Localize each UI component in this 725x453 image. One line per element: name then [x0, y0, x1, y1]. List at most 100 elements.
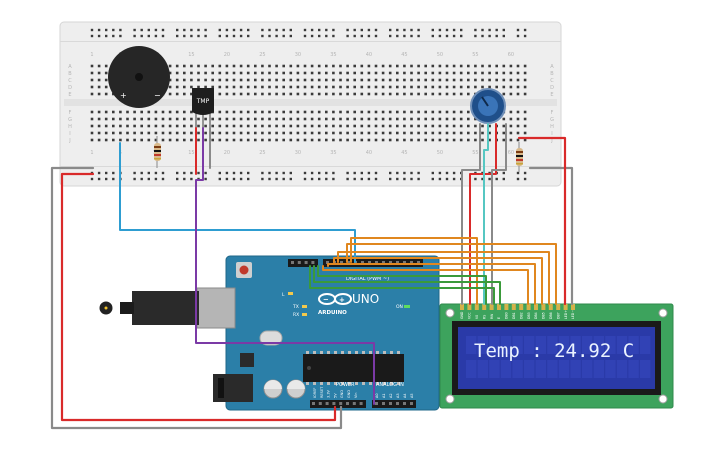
tmp-sensor[interactable]: TMP — [192, 88, 214, 130]
power-pin-label: IOREF — [313, 388, 317, 398]
buzzer-minus-label: − — [154, 91, 161, 100]
bb-row-letter: B — [68, 71, 72, 77]
wire-red-5v[interactable] — [60, 172, 337, 422]
bb-row-letter: H — [68, 124, 72, 130]
potentiometer[interactable] — [470, 88, 506, 124]
lcd-pin-label: VCC — [468, 312, 472, 319]
uno-label: UNO — [352, 292, 379, 306]
wire-grey-right[interactable] — [528, 166, 574, 306]
power-pin-label: 3.3V — [327, 389, 331, 398]
arduino-uno[interactable]: DIGITAL (PWM ~) L TX RX − + UNO ARDUINO … — [99, 255, 440, 411]
wire-orange-d7[interactable] — [322, 265, 529, 305]
bb-col-number: 15 — [188, 150, 194, 156]
svg-text:+: + — [339, 296, 345, 304]
wire-green-gnd[interactable] — [313, 265, 501, 305]
bb-col-number: 45 — [401, 150, 407, 156]
bb-col-number: 45 — [401, 52, 407, 58]
power-pin-label: Vin — [354, 392, 358, 398]
piezo-buzzer[interactable]: + − — [108, 46, 170, 108]
bb-col-number: 20 — [224, 150, 230, 156]
bb-row-letter: I — [69, 131, 70, 137]
wire-purple-sensor[interactable] — [195, 127, 375, 405]
bb-col-number: 50 — [437, 150, 443, 156]
bb-row-letter: C — [68, 78, 72, 84]
analog-pin-label: A2 — [389, 393, 393, 398]
tmp-sensor-label: TMP — [196, 98, 210, 105]
bb-row-letter: G — [550, 117, 554, 123]
bb-row-letter: B — [550, 71, 554, 77]
bb-col-number: 60 — [508, 150, 514, 156]
wire-green-rw[interactable] — [317, 265, 487, 305]
power-pin-label: 5V — [333, 393, 337, 398]
bb-col-number: 35 — [330, 52, 336, 58]
header-power — [310, 400, 366, 408]
analog-pin-label: A0 — [375, 393, 379, 398]
bb-col-number: 1 — [90, 150, 93, 156]
analog-pin-label: A1 — [382, 393, 386, 398]
on-label: ON — [396, 304, 403, 310]
bb-row-letter: F — [69, 110, 72, 116]
bb-row-letter: J — [550, 138, 552, 144]
breadboard-holes — [90, 28, 527, 181]
bb-row-letter: C — [550, 78, 554, 84]
power-pin-label: GND — [347, 390, 351, 398]
wire-cyan-pot[interactable] — [483, 123, 489, 305]
arduino-brand-label: ARDUINO — [318, 310, 347, 316]
tx-label: TX — [292, 304, 299, 310]
resistor-lcd-backlight[interactable] — [516, 142, 523, 172]
wire-orange-d6[interactable] — [327, 263, 536, 305]
header-top-left — [288, 259, 318, 267]
resistor-buzzer[interactable] — [154, 136, 161, 168]
wire-red-right[interactable] — [517, 136, 567, 306]
bb-col-number: 25 — [259, 150, 265, 156]
lcd-pin-label: E — [497, 317, 501, 319]
bb-row-letter: A — [68, 64, 72, 70]
bb-row-letter: J — [68, 138, 70, 144]
bb-row-letter: H — [550, 124, 554, 130]
wire-grey-pot2[interactable] — [491, 123, 507, 305]
power-pin-label: RESET — [320, 386, 324, 398]
analog-pin-label: A4 — [403, 393, 407, 398]
wire-green-gnd2[interactable] — [309, 265, 495, 305]
wire-blue-buzzer[interactable] — [119, 142, 356, 263]
lcd-pin-label: DB1 — [512, 312, 516, 319]
digital-label: DIGITAL (PWM ~) — [346, 276, 389, 282]
rx-label: RX — [293, 312, 299, 318]
bb-col-number: 40 — [366, 52, 372, 58]
analog-pin-label: A5 — [410, 393, 414, 398]
lcd-pin-label: LED− — [571, 310, 575, 319]
buzzer-plus-label: + — [120, 91, 127, 100]
lcd-pin-label: V0 — [475, 315, 479, 319]
analog-label: ANALOG IN — [376, 382, 404, 388]
wires[interactable] — [50, 123, 574, 430]
arduino-logo: − + — [318, 293, 352, 305]
lcd-pin-label: GND — [460, 311, 464, 319]
bb-row-letter: E — [550, 92, 553, 98]
bb-col-number: 50 — [437, 52, 443, 58]
bb-col-number: 35 — [330, 150, 336, 156]
lcd-pin-label: DB0 — [505, 312, 509, 319]
bb-row-letter: D — [68, 85, 72, 91]
bb-col-number: 60 — [508, 52, 514, 58]
atmega-chip — [303, 354, 404, 382]
lcd-display-text: Temp : 24.92 C — [474, 340, 634, 362]
bb-col-number: 55 — [472, 52, 478, 58]
bb-row-letter: F — [551, 110, 554, 116]
breadboard[interactable]: 1155101015152020252530303535404045455050… — [59, 21, 562, 187]
lcd-pin-label: RW — [490, 313, 494, 319]
svg-text:−: − — [323, 296, 329, 304]
bb-row-letter: E — [68, 92, 71, 98]
lcd-pin-label: LED+ — [564, 310, 568, 319]
bb-col-number: 1 — [90, 52, 93, 58]
bb-row-letter: A — [550, 64, 554, 70]
bb-col-number: 20 — [224, 52, 230, 58]
wire-orange-d5[interactable] — [333, 257, 543, 305]
bb-col-number: 25 — [259, 52, 265, 58]
analog-pin-label: A3 — [396, 393, 400, 398]
wire-grey-gnd[interactable] — [50, 166, 343, 430]
bb-col-number: 30 — [295, 52, 301, 58]
